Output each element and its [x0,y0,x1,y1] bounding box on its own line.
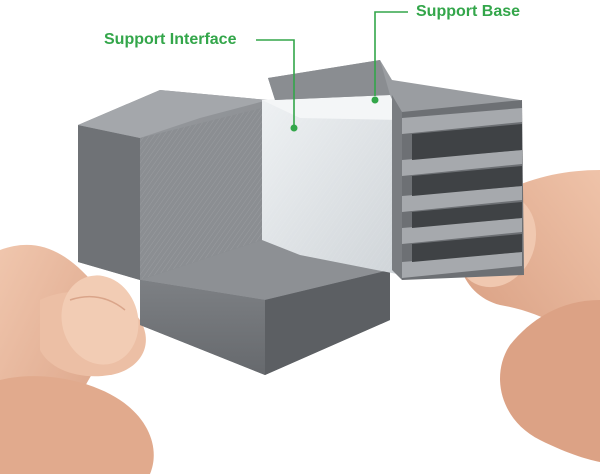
support-interface-region [262,95,402,275]
support-base-dot [371,96,379,104]
support-interface-leader [256,39,295,126]
left-hand [0,244,154,474]
support-base-label: Support Base [416,3,521,20]
callout-lines [256,11,408,132]
support-interface-label: Support Interface [104,31,237,48]
printed-part [78,90,390,375]
support-interface-dot [290,124,298,132]
support-base-region [268,60,524,280]
support-base-leader [374,11,408,96]
